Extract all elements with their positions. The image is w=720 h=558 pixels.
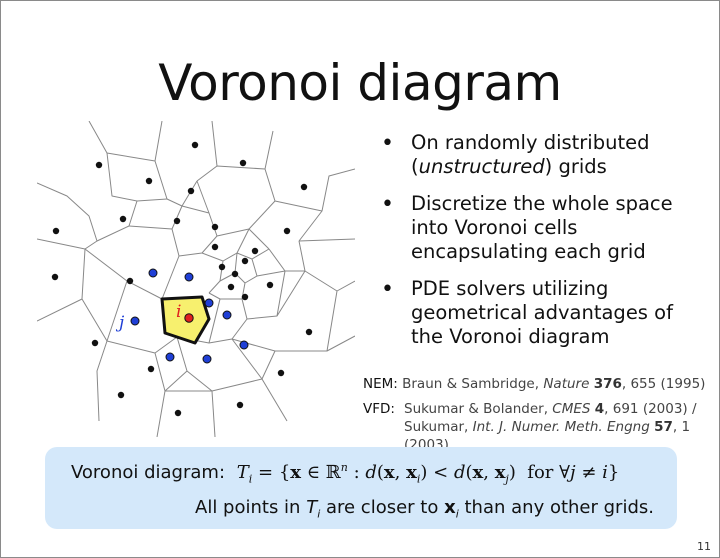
bullet-marker: •: [381, 192, 394, 217]
reference-nem: NEM: Braun & Sambridge, Nature 376, 655 …: [363, 376, 706, 392]
formula-line: Voronoi diagram: Ti = {x ∈ ℝn : d(x, xi)…: [71, 461, 619, 486]
formula-label: Voronoi diagram:: [71, 462, 226, 483]
bullet-marker: •: [381, 277, 394, 302]
bullet-marker: •: [381, 131, 394, 156]
voronoi-diagram: i j: [37, 121, 355, 437]
bullet-item: •PDE solvers utilizing geometrical advan…: [381, 277, 673, 348]
neighbor-points: [130, 268, 249, 364]
center-point-i: [184, 313, 194, 323]
bullet-list: •On randomly distributed (unstructured) …: [381, 131, 711, 362]
slide-title: Voronoi diagram: [158, 54, 562, 112]
label-j: j: [115, 313, 125, 333]
formula-description: All points in Ti are closer to xi than a…: [195, 497, 654, 521]
page-number: 11: [697, 540, 711, 553]
bullet-item: •Discretize the whole space into Voronoi…: [381, 192, 673, 263]
label-i: i: [176, 302, 181, 322]
voronoi-formula: Ti = {x ∈ ℝn : d(x, xi) < d(x, xj) for ∀…: [236, 461, 620, 486]
voronoi-edges: [37, 121, 355, 437]
bullet-item: •On randomly distributed (unstructured) …: [381, 131, 650, 178]
formula-box: Voronoi diagram: Ti = {x ∈ ℝn : d(x, xi)…: [45, 447, 677, 529]
grid-points: [51, 141, 313, 417]
reference-vfd: VFD:Sukumar & Bolander, CMES 4, 691 (200…: [363, 401, 697, 453]
